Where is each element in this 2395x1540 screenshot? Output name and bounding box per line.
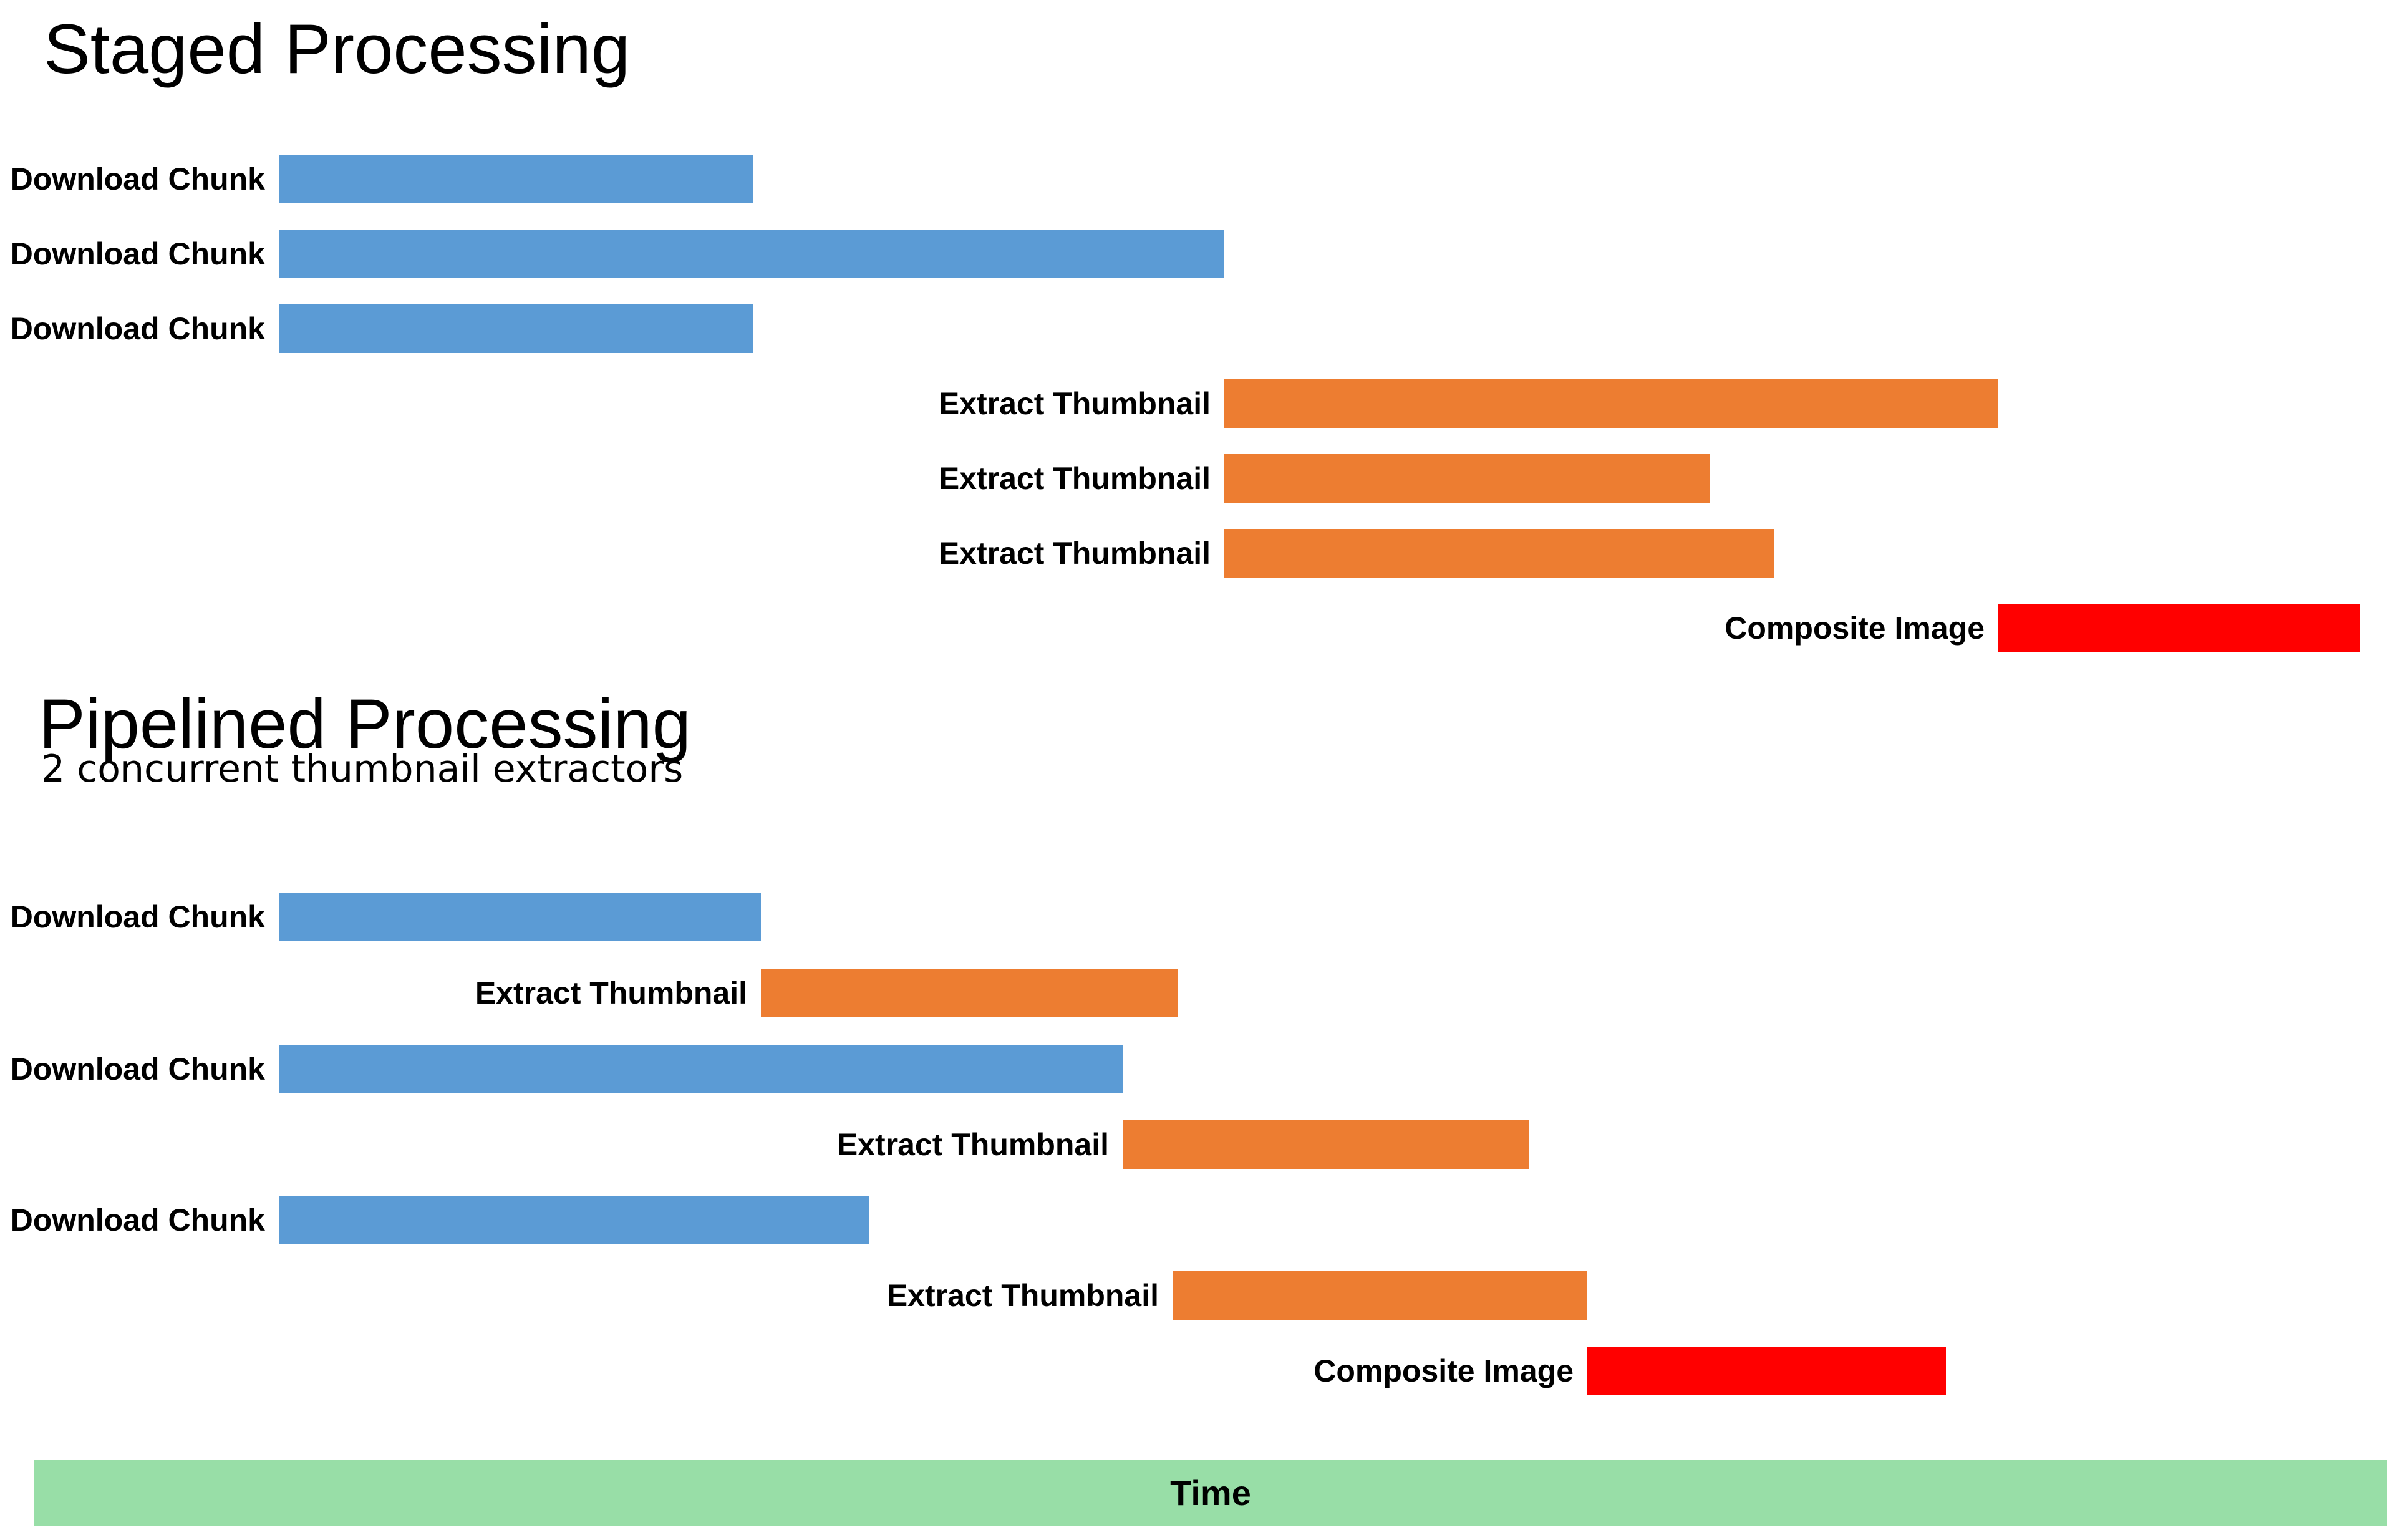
task-bar-composite	[1587, 1347, 1946, 1395]
task-bar-download	[279, 893, 761, 941]
task-bar-extract	[1173, 1271, 1587, 1320]
task-bar-download	[279, 155, 753, 203]
task-bar-extract	[1224, 529, 1774, 578]
task-label-extract: Extract Thumbnail	[886, 1278, 1159, 1313]
task-bar-download	[279, 1196, 869, 1244]
pipelined-section-title: Pipelined Processing	[39, 685, 691, 763]
task-label-download: Download Chunk	[10, 1052, 265, 1087]
time-axis-label: Time	[1170, 1473, 1251, 1513]
task-label-composite: Composite Image	[1725, 611, 1985, 646]
task-bar-composite	[1998, 604, 2360, 652]
task-label-extract: Extract Thumbnail	[836, 1127, 1109, 1162]
task-bar-download	[279, 1045, 1123, 1093]
task-label-extract: Extract Thumbnail	[938, 386, 1211, 421]
task-bar-download	[279, 230, 1224, 278]
task-bar-extract	[1224, 454, 1710, 503]
task-label-download: Download Chunk	[10, 899, 265, 934]
task-label-composite: Composite Image	[1314, 1354, 1574, 1388]
task-label-download: Download Chunk	[10, 1203, 265, 1237]
task-label-extract: Extract Thumbnail	[938, 536, 1211, 571]
task-label-download: Download Chunk	[10, 162, 265, 196]
task-bar-extract	[1224, 379, 1998, 428]
task-bar-extract	[1123, 1120, 1529, 1169]
time-axis: Time	[34, 1460, 2387, 1526]
task-label-extract: Extract Thumbnail	[475, 976, 747, 1010]
staged-section-title: Staged Processing	[44, 10, 631, 88]
task-label-download: Download Chunk	[10, 311, 265, 346]
task-label-extract: Extract Thumbnail	[938, 461, 1211, 496]
task-label-download: Download Chunk	[10, 236, 265, 271]
pipelined-section-subtitle: 2 concurrent thumbnail extractors	[41, 747, 684, 791]
task-bar-download	[279, 304, 753, 353]
task-bar-extract	[761, 969, 1178, 1017]
